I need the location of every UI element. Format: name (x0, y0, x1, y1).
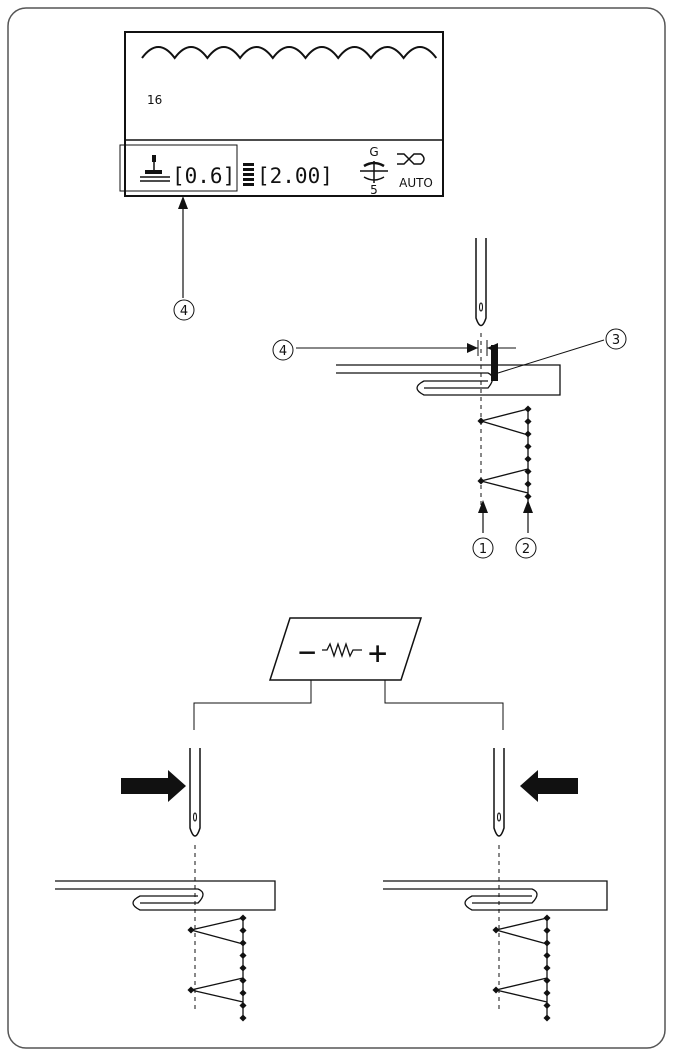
needle-position-icon (140, 155, 170, 182)
auto-lock-icon (397, 153, 425, 165)
stitch-point (524, 455, 532, 463)
blind-hem-stitch (187, 914, 247, 1022)
stitch-point (239, 989, 247, 997)
stitch-point (187, 986, 195, 994)
fabric-fold (55, 880, 276, 911)
svg-text:2: 2 (522, 542, 530, 557)
tension-dial-icon: G 5 (360, 145, 388, 197)
stitch-point (524, 405, 532, 413)
svg-text:4: 4 (180, 304, 188, 319)
stitch-point (239, 1014, 247, 1022)
stitch-length-value: [2.00] (257, 164, 333, 188)
stitch-point (524, 492, 532, 501)
stitch-point (239, 976, 247, 985)
connector-plus (384, 680, 504, 730)
callout-4-detail (272, 339, 294, 361)
pattern-number: 16 (147, 93, 162, 107)
auto-label: AUTO (399, 176, 433, 190)
stitch-point (543, 1001, 551, 1010)
stitch-point (239, 951, 247, 960)
arrow-up-icon (178, 196, 188, 209)
fabric-fold (383, 880, 608, 911)
callout-1 (472, 537, 494, 559)
svg-text:4: 4 (279, 344, 287, 359)
stitch-point (524, 442, 532, 451)
width-key-box (268, 617, 423, 681)
stitch-point (492, 926, 500, 934)
stitch-point (524, 430, 532, 438)
stitch-point (477, 417, 485, 425)
needle-icon (493, 748, 505, 837)
arrow-left-icon (520, 770, 578, 802)
arrow-left-icon (487, 343, 498, 353)
stitch-point (543, 914, 551, 922)
zigzag-icon (322, 641, 362, 659)
stitch-point (543, 951, 551, 960)
stitch-point (543, 926, 551, 935)
callout-3 (605, 328, 627, 350)
guide-blade (491, 345, 498, 381)
callout-2 (515, 537, 537, 559)
callout-4-top (173, 299, 195, 321)
stitch-point (187, 926, 195, 934)
stitch-length-icon (243, 163, 254, 186)
svg-text:1: 1 (479, 542, 487, 557)
stitch-point (543, 964, 551, 972)
stitch-width-key[interactable]: − + (193, 617, 504, 730)
needle-right-example (383, 748, 608, 1022)
stitch-point (239, 926, 247, 935)
needle-icon (475, 238, 487, 327)
needle-position-highlight[interactable] (119, 144, 238, 192)
stitch-point (543, 939, 551, 947)
svg-text:3: 3 (612, 333, 620, 348)
arrow-up-icon (523, 500, 533, 513)
arrow-up-icon (478, 500, 488, 513)
needle-position-value: [0.6] (172, 164, 235, 188)
arrow-right-icon (467, 343, 478, 353)
lcd-screen (124, 31, 444, 197)
stitch-pattern-preview (141, 46, 438, 60)
connector-minus (193, 680, 312, 730)
stitch-point (524, 467, 532, 476)
tension-letter: G (369, 145, 378, 159)
arrow-right-icon (121, 770, 186, 802)
stitch-point (543, 1014, 551, 1022)
stitch-point (239, 964, 247, 972)
tension-number: 5 (370, 183, 378, 197)
lcd-display: 16 [0.6] [2.00] G 5 (119, 31, 444, 321)
stitch-point (543, 989, 551, 997)
stitch-point (239, 1001, 247, 1010)
blind-hem-stitch (492, 914, 551, 1022)
stitch-point (239, 939, 247, 947)
stitch-point (239, 914, 247, 922)
needle-icon (189, 748, 201, 837)
width-minus[interactable]: − (298, 635, 316, 670)
width-plus[interactable]: + (368, 634, 387, 672)
stitch-point (524, 480, 532, 488)
stitch-point (477, 477, 485, 485)
stitch-point (543, 976, 551, 985)
stitch-point (492, 986, 500, 994)
needle-detail: 4 3 1 2 (272, 238, 627, 559)
needle-left-example (55, 748, 276, 1022)
stitch-point (524, 417, 532, 426)
